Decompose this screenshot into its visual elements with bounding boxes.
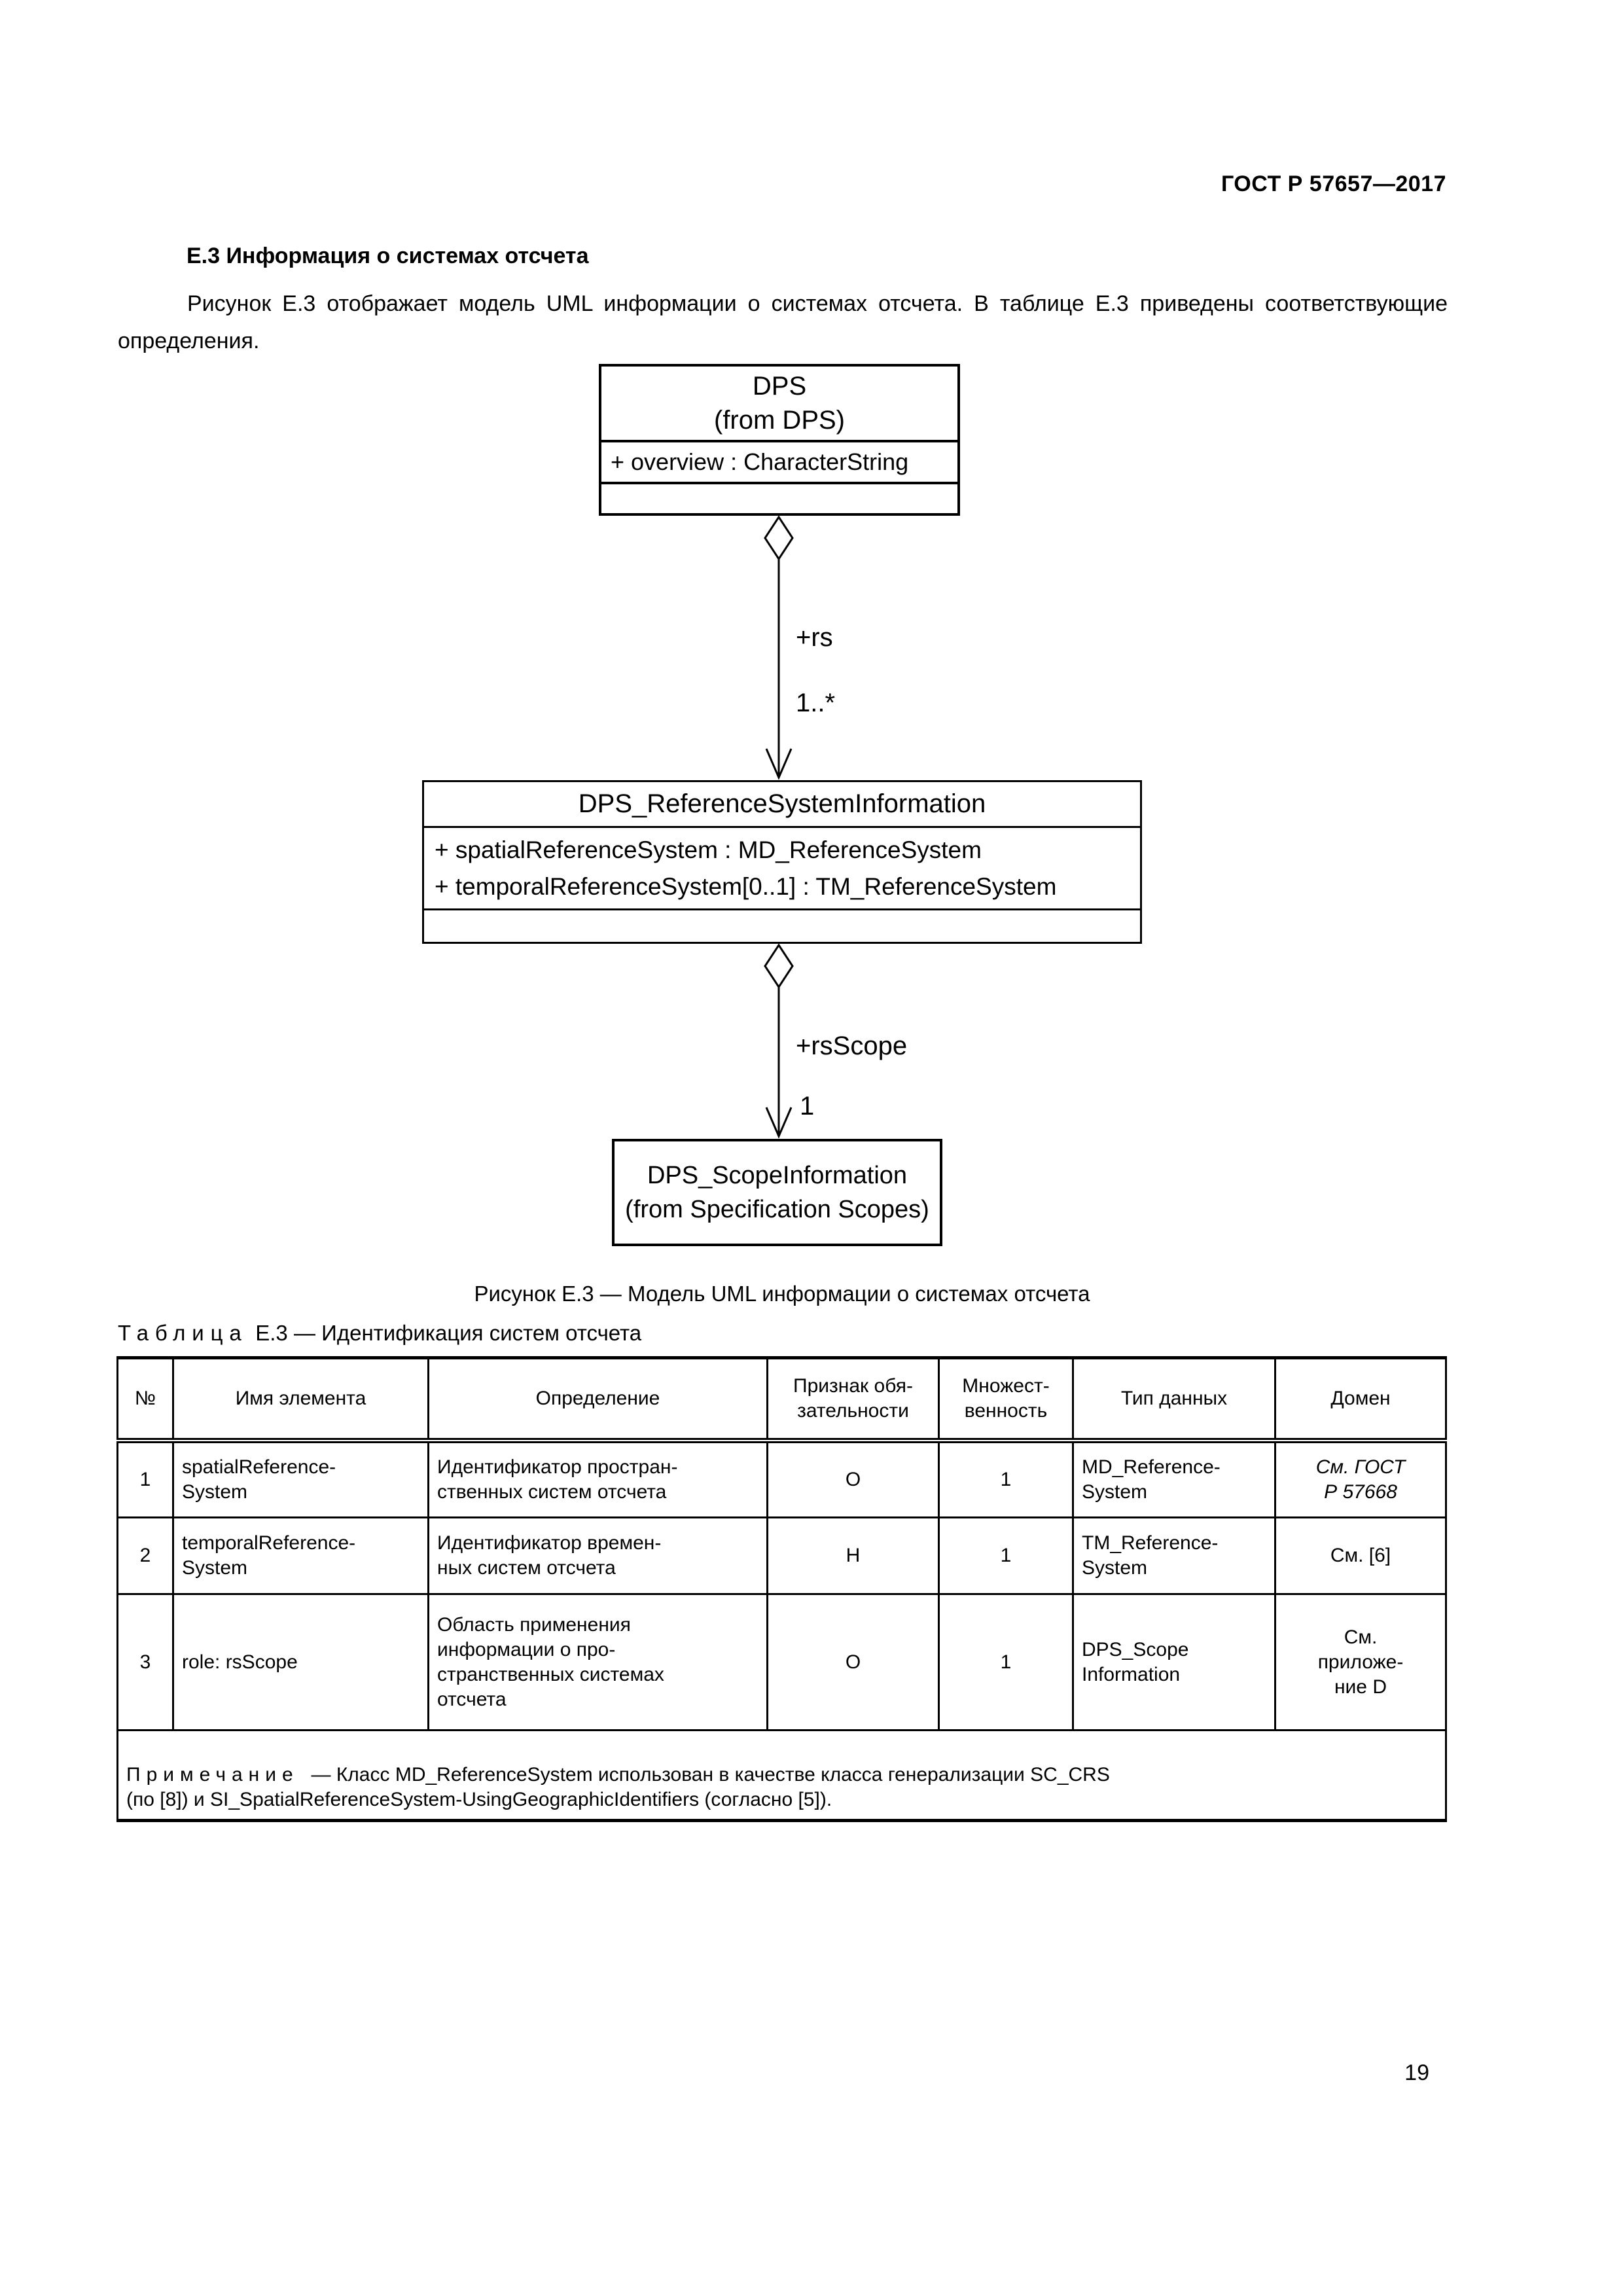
- class-box-dps: DPS (from DPS) + overview : CharacterStr…: [599, 364, 960, 516]
- cell-datatype: DPS_Scope Information: [1072, 1593, 1276, 1731]
- cell-obligation: О: [766, 1439, 940, 1518]
- table-row: 2 temporalReference- System Идентификато…: [116, 1516, 1447, 1595]
- cell-element-name: role: rsScope: [172, 1593, 429, 1731]
- class-title: DPS_ReferenceSystemInformation: [578, 789, 986, 818]
- table-caption-text: Е.3 — Идентификация систем отсчета: [255, 1321, 642, 1345]
- cell-number: 1: [116, 1439, 174, 1518]
- cell-element-name: spatialReference- System: [172, 1439, 429, 1518]
- col-header-datatype: Тип данных: [1072, 1357, 1276, 1443]
- table-caption-label: Таблица: [118, 1321, 248, 1345]
- table-row: 1 spatialReference- System Идентификатор…: [116, 1439, 1447, 1518]
- table-caption: Таблица Е.3 — Идентификация систем отсчет…: [118, 1321, 641, 1346]
- class-title: DPS: [752, 372, 807, 401]
- aggregation-diamond-icon: [764, 516, 794, 561]
- class-attribute: + temporalReferenceSystem[0..1] : TM_Ref…: [435, 872, 1057, 900]
- cell-datatype: TM_Reference- System: [1072, 1516, 1276, 1595]
- col-header-definition: Определение: [427, 1357, 768, 1443]
- arrowhead-down-icon: [765, 1107, 793, 1139]
- table-note: Примечание — Класс MD_ReferenceSystem ис…: [116, 1729, 1447, 1821]
- figure-caption: Рисунок Е.3 — Модель UML информации о си…: [474, 1282, 1090, 1306]
- cell-number: 2: [116, 1516, 174, 1595]
- association-role-label: +rs: [796, 623, 833, 652]
- association-multiplicity-label: 1..*: [796, 689, 836, 717]
- note-text: — Класс MD_ReferenceSystem использован в…: [126, 1764, 1110, 1810]
- col-header-multiplicity: Множест- венность: [938, 1357, 1074, 1443]
- cell-multiplicity: 1: [938, 1593, 1074, 1731]
- intro-paragraph: Рисунок Е.3 отображает модель UML информ…: [118, 291, 1448, 353]
- cell-domain: См. ГОСТ Р 57668: [1274, 1439, 1447, 1518]
- class-attributes-compartment: + spatialReferenceSystem : MD_ReferenceS…: [424, 828, 1140, 910]
- col-header-domain: Домен: [1274, 1357, 1447, 1443]
- class-title-compartment: DPS (from DPS): [601, 367, 957, 442]
- note-label: Примечание: [126, 1764, 299, 1785]
- cell-domain: См. приложе- ние D: [1274, 1593, 1447, 1731]
- cell-domain: См. [6]: [1274, 1516, 1447, 1595]
- class-title-compartment: DPS_ReferenceSystemInformation: [424, 782, 1140, 828]
- cell-definition: Область применения информации о про- стр…: [427, 1593, 768, 1731]
- class-attribute: + spatialReferenceSystem : MD_ReferenceS…: [435, 836, 982, 863]
- document-number-header: ГОСТ Р 57657—2017: [1221, 171, 1446, 196]
- cell-definition: Идентификатор времен- ных систем отсчета: [427, 1516, 768, 1595]
- cell-number: 3: [116, 1593, 174, 1731]
- class-box-scope-information: DPS_ScopeInformation (from Specification…: [612, 1139, 942, 1246]
- table-note-row: Примечание — Класс MD_ReferenceSystem ис…: [116, 1729, 1447, 1821]
- cell-datatype: MD_Reference- System: [1072, 1439, 1276, 1518]
- cell-obligation: Н: [766, 1516, 940, 1595]
- aggregation-connector-rs: [764, 516, 794, 780]
- class-box-reference-system-information: DPS_ReferenceSystemInformation + spatial…: [422, 780, 1142, 944]
- class-stereotype: (from DPS): [714, 406, 845, 435]
- col-header-number: №: [116, 1357, 174, 1443]
- class-compartment-empty: [601, 484, 957, 511]
- section-heading: Е.3 Информация о системах отсчета: [187, 243, 589, 268]
- association-multiplicity-label: 1: [800, 1092, 815, 1121]
- col-header-element-name: Имя элемента: [172, 1357, 429, 1443]
- association-role-label: +rsScope: [796, 1031, 908, 1060]
- cell-obligation: О: [766, 1593, 940, 1731]
- class-title: DPS_ScopeInformation: [647, 1162, 908, 1189]
- cell-definition: Идентификатор простран- ственных систем …: [427, 1439, 768, 1518]
- page-number: 19: [1404, 2060, 1429, 2085]
- table-row: 3 role: rsScope Область применения инфор…: [116, 1593, 1447, 1731]
- cell-multiplicity: 1: [938, 1516, 1074, 1595]
- cell-element-name: temporalReference- System: [172, 1516, 429, 1595]
- arrowhead-down-icon: [765, 748, 793, 780]
- reference-systems-table: № Имя элемента Определение Признак обя- …: [116, 1356, 1447, 1822]
- aggregation-diamond-icon: [764, 944, 794, 989]
- table-header-row: № Имя элемента Определение Признак обя- …: [116, 1357, 1447, 1443]
- class-compartment-empty: [424, 910, 1140, 940]
- class-stereotype: (from Specification Scopes): [625, 1196, 929, 1223]
- aggregation-connector-rsscope: [764, 944, 794, 1139]
- class-attribute: + overview : CharacterString: [611, 448, 909, 475]
- class-attributes-compartment: + overview : CharacterString: [601, 442, 957, 484]
- col-header-obligation: Признак обя- зательности: [766, 1357, 940, 1443]
- cell-multiplicity: 1: [938, 1439, 1074, 1518]
